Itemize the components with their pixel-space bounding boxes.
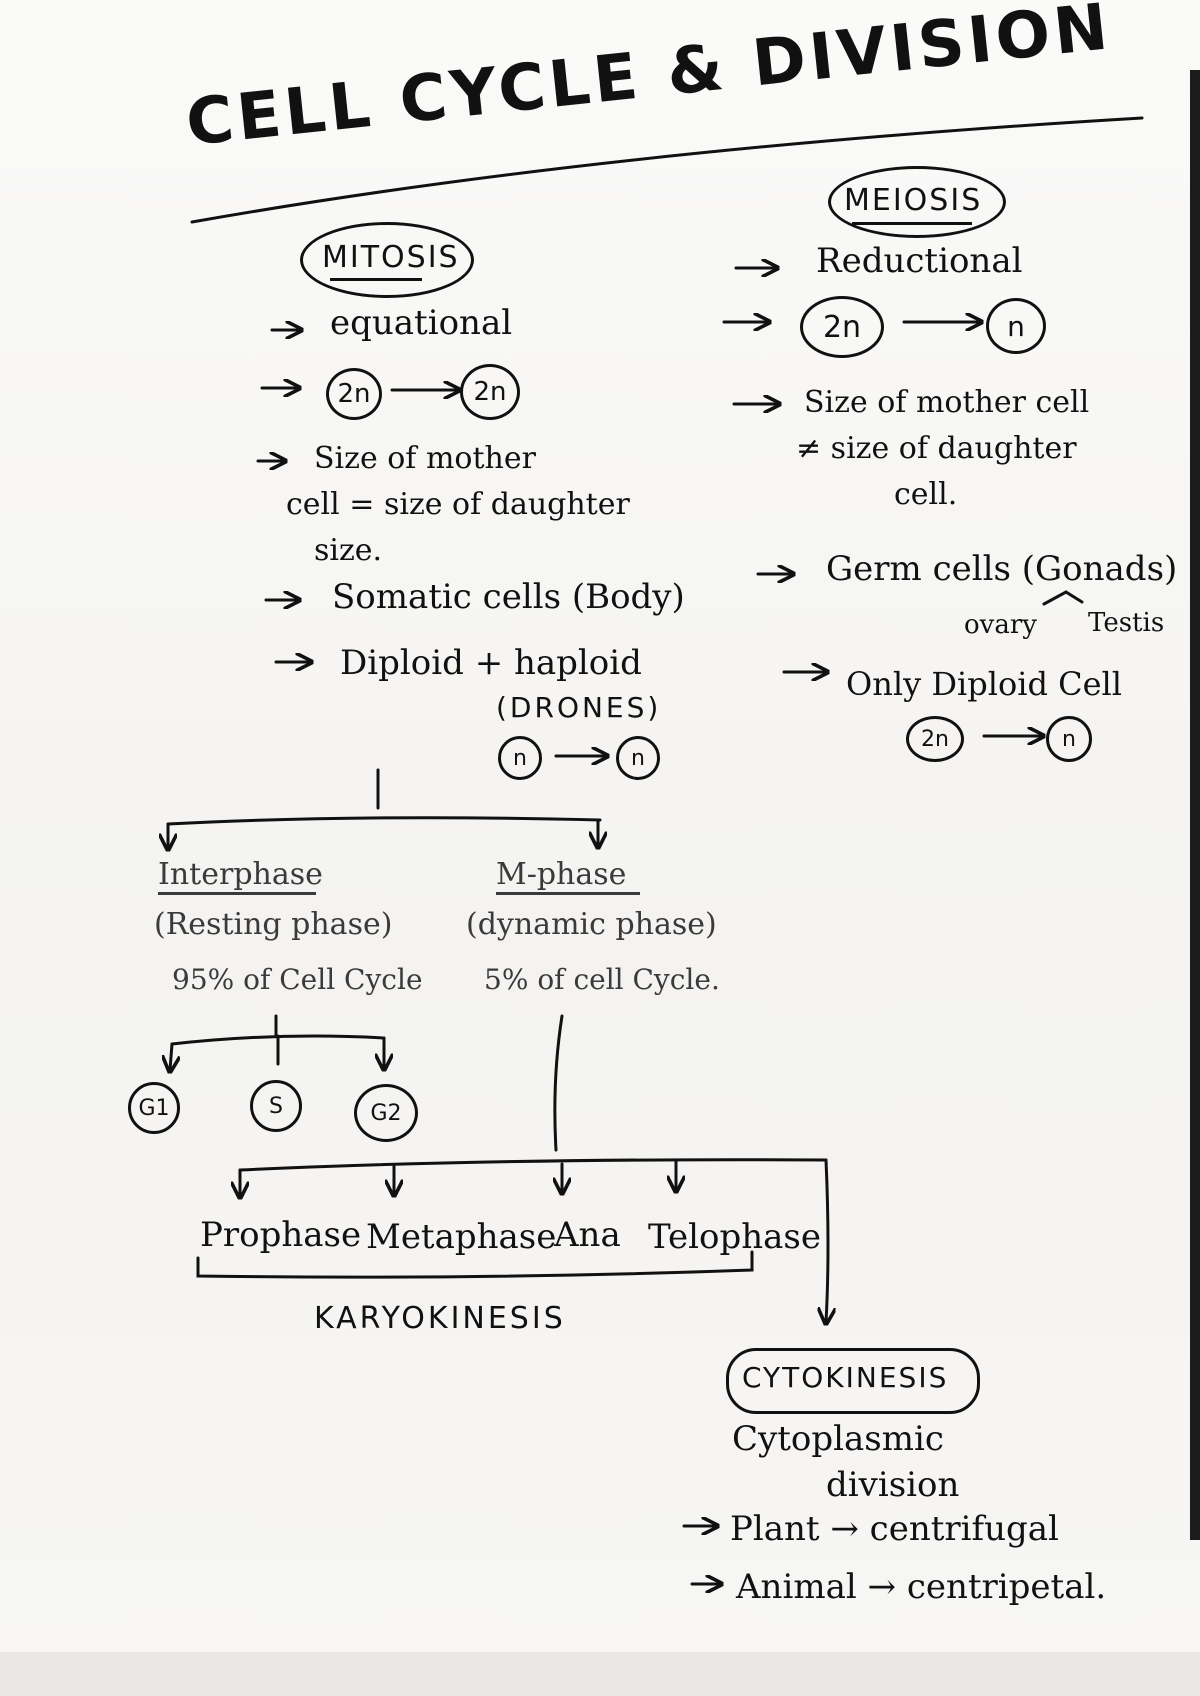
mitosis-n-to: n	[616, 736, 660, 780]
meiosis-heading-oval	[828, 166, 1006, 238]
mphase-sub: (dynamic phase)	[466, 907, 717, 942]
meiosis-point-ovary: ovary	[964, 610, 1037, 640]
interphase-percent: 95% of Cell Cycle	[172, 963, 423, 996]
page-edge-shadow	[1190, 70, 1200, 1540]
cytokinesis-line1: Cytoplasmic	[732, 1419, 944, 1459]
mitosis-point-size-3: size.	[314, 533, 383, 568]
stage-g2: G2	[354, 1084, 418, 1142]
mitosis-point-somatic: Somatic cells (Body)	[332, 577, 685, 617]
mitosis-heading: MITOSIS	[322, 240, 460, 275]
karyokinesis-label: KARYOKINESIS	[314, 1301, 566, 1336]
mphase-percent: 5% of cell Cycle.	[484, 963, 720, 996]
meiosis-small-2n: 2n	[906, 716, 964, 762]
mitosis-heading-oval	[300, 222, 474, 298]
meiosis-point-size-3: cell.	[894, 477, 958, 512]
cytokinesis-line2: division	[826, 1465, 960, 1505]
stage-telophase: Telophase	[648, 1217, 822, 1257]
mitosis-point-diploid-haploid: Diploid + haploid	[340, 643, 642, 683]
mphase-label: M-phase	[496, 857, 627, 892]
meiosis-point-size-1: Size of mother cell	[804, 385, 1090, 420]
meiosis-point-germ-cells: Germ cells (Gonads)	[826, 549, 1178, 589]
title-underline	[190, 116, 1144, 224]
mphase-underline	[496, 892, 640, 895]
cytokinesis-label: CYTOKINESIS	[742, 1361, 949, 1394]
stage-s: S	[250, 1080, 302, 1132]
meiosis-point-reductional: Reductional	[816, 241, 1023, 281]
mitosis-heading-underline	[330, 278, 422, 281]
mitosis-point-size-2: cell = size of daughter	[286, 487, 630, 522]
cytokinesis-cloud	[726, 1348, 980, 1414]
mitosis-point-equational: equational	[330, 303, 513, 343]
meiosis-heading: MEIOSIS	[844, 183, 983, 218]
cytokinesis-animal: Animal → centripetal.	[736, 1567, 1107, 1607]
cytokinesis-plant: Plant → centrifugal	[730, 1509, 1059, 1549]
page-bottom-strip	[0, 1652, 1200, 1696]
meiosis-2n-from: 2n	[800, 296, 884, 358]
mitosis-n-from: n	[498, 736, 542, 780]
stage-g1: G1	[128, 1082, 180, 1134]
meiosis-point-testis: Testis	[1088, 608, 1165, 638]
mitosis-point-size-1: Size of mother	[314, 441, 536, 476]
mitosis-2n-from: 2n	[326, 368, 382, 420]
meiosis-n-to: n	[986, 298, 1046, 354]
mitosis-2n-to: 2n	[460, 364, 520, 420]
stage-prophase: Prophase	[200, 1215, 362, 1255]
meiosis-point-only-diploid: Only Diploid Cell	[846, 665, 1122, 703]
stage-anaphase: Ana	[554, 1215, 621, 1255]
meiosis-point-size-2: ≠ size of daughter	[796, 431, 1077, 466]
interphase-sub: (Resting phase)	[154, 907, 393, 942]
meiosis-heading-underline	[852, 222, 972, 225]
interphase-underline	[158, 892, 316, 895]
meiosis-small-n: n	[1046, 716, 1092, 762]
interphase-label: Interphase	[158, 857, 323, 892]
stage-metaphase: Metaphase	[366, 1217, 557, 1257]
mitosis-point-drones: (DRONES)	[496, 691, 662, 724]
